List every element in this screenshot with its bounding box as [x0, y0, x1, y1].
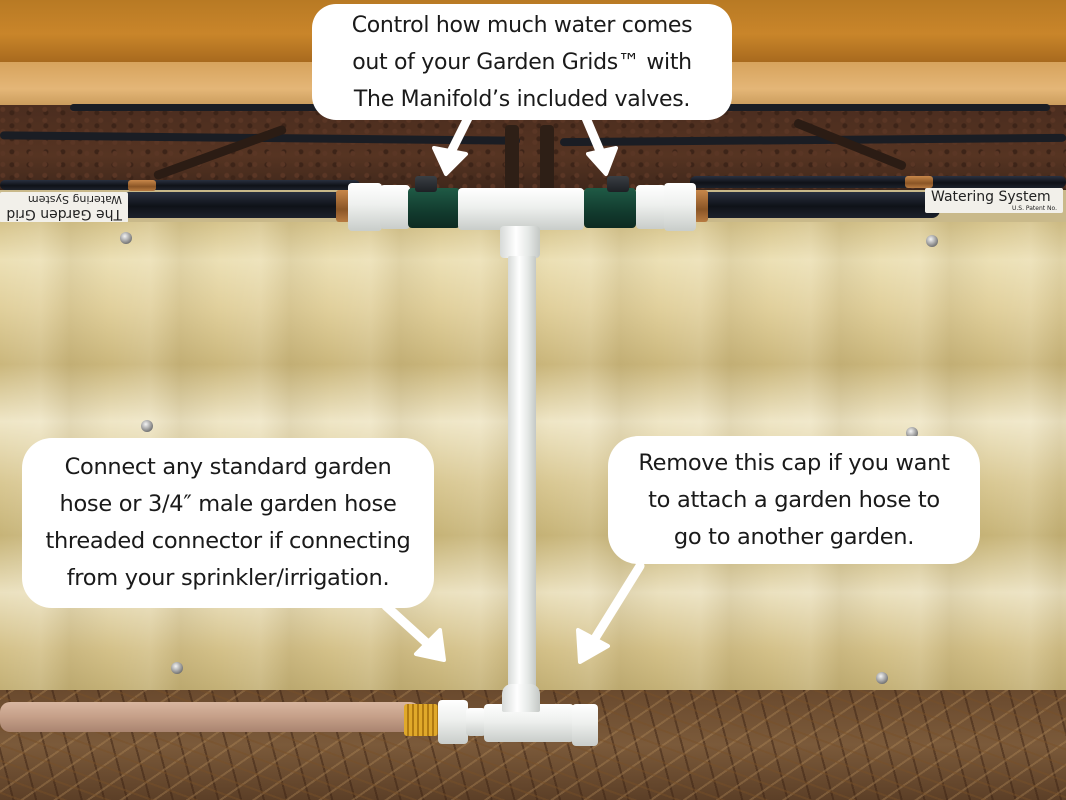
- callout-valves-line-1: Control how much water comes: [351, 12, 693, 38]
- tee-fitting-bottom-stem-front: [502, 684, 540, 712]
- drip-tube-upper-left: [0, 180, 360, 190]
- tee-fitting-top: [458, 188, 584, 230]
- callout-valves-line-3: The Manifold’s included valves.: [353, 86, 691, 112]
- callout-hose-inlet-line-2: hose or 3/4″ male garden hose: [59, 491, 397, 517]
- drip-tube-main-right: [690, 192, 940, 218]
- tube-end-left: [336, 190, 350, 222]
- garden-hose-front: [0, 702, 420, 732]
- tee-fitting-stem: [500, 226, 540, 258]
- valve-right: [584, 188, 636, 228]
- hose-inlet-thread-front: [466, 708, 486, 736]
- rivet: [141, 420, 153, 432]
- drip-tube-upper-right: [690, 176, 1066, 188]
- tube-label-left: The Garden Grid Watering System: [0, 192, 128, 223]
- valve-left: [408, 188, 460, 228]
- tube-label-right-line1: Watering System: [931, 189, 1051, 205]
- callout-outlet-cap-line-1: Remove this cap if you want: [638, 449, 950, 476]
- callout-hose-inlet: Connect any standard garden hose or 3/4″…: [22, 438, 434, 608]
- tube-end-right: [694, 190, 708, 222]
- tube-coupler-left: [128, 180, 156, 191]
- tube-label-right-fine-print: U.S. Patent No.: [1011, 205, 1057, 212]
- callout-valves: Control how much water comes out of your…: [312, 4, 732, 120]
- drip-tube-main-left: [120, 192, 360, 218]
- tube-label-left-line1: The Garden Grid: [6, 206, 122, 222]
- callout-outlet-cap-line-3: go to another garden.: [673, 523, 915, 550]
- tube-coupler-right: [905, 176, 933, 188]
- compression-fitting-right-outer: [664, 183, 696, 231]
- valve-left-handle: [415, 176, 437, 192]
- tube-label-right: Watering System U.S. Patent No.: [925, 188, 1063, 213]
- rivet: [926, 235, 938, 247]
- rivet: [120, 232, 132, 244]
- tube-label-left-line2: Watering System: [27, 193, 122, 206]
- callout-hose-inlet-line-1: Connect any standard garden: [64, 454, 392, 480]
- brass-hose-connector-front: [404, 704, 438, 736]
- callout-valves-line-2: out of your Garden Grids™ with: [352, 49, 692, 75]
- grid-tube-center-right: [540, 125, 554, 195]
- callout-hose-inlet-line-3: threaded connector if connecting: [45, 528, 411, 554]
- rivet: [876, 672, 888, 684]
- rivet: [171, 662, 183, 674]
- compression-fitting-left-inner: [380, 185, 410, 229]
- compression-fitting-right-inner: [636, 185, 666, 229]
- compression-fitting-left-outer: [348, 183, 382, 231]
- vertical-pvc-riser: [508, 256, 536, 696]
- outlet-cap-front: [572, 704, 598, 746]
- callout-outlet-cap-line-2: to attach a garden hose to: [648, 486, 940, 513]
- hose-inlet-fitting-front: [438, 700, 468, 744]
- valve-right-handle: [607, 176, 629, 192]
- callout-outlet-cap: Remove this cap if you want to attach a …: [608, 436, 980, 564]
- grid-tube-center-left: [505, 125, 519, 195]
- callout-hose-inlet-line-4: from your sprinkler/irrigation.: [66, 565, 390, 591]
